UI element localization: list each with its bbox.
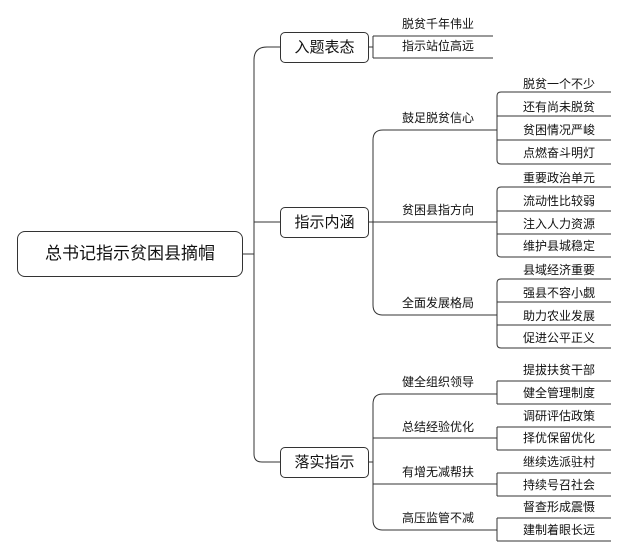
leaf-topic[interactable]: 提拔扶贫干部	[523, 363, 596, 377]
leaf-topic[interactable]: 继续选派驻村	[523, 455, 596, 469]
leaf-topic[interactable]: 点燃奋斗明灯	[523, 146, 596, 160]
leaf-topic[interactable]: 健全管理制度	[523, 386, 596, 400]
leaf-topic[interactable]: 督查形成震慑	[523, 500, 596, 514]
subtopic[interactable]: 有增无减帮扶	[402, 465, 475, 479]
leaf-topic[interactable]: 持续号召社会	[523, 478, 596, 492]
leaf-topic[interactable]: 择优保留优化	[523, 431, 596, 445]
leaf-topic[interactable]: 流动性比较弱	[523, 194, 596, 208]
leaf-topic[interactable]: 贫困情况严峻	[523, 123, 596, 137]
leaf-topic[interactable]: 还有尚未脱贫	[523, 100, 596, 114]
leaf-topic[interactable]: 脱贫一个不少	[523, 77, 596, 91]
leaf-topic[interactable]: 县域经济重要	[523, 263, 596, 277]
leaf-topic[interactable]: 助力农业发展	[523, 309, 596, 323]
subtopic[interactable]: 贫困县指方向	[402, 203, 475, 217]
subtopic[interactable]: 脱贫千年伟业	[402, 17, 475, 31]
leaf-topic[interactable]: 调研评估政策	[523, 409, 596, 423]
leaf-topic[interactable]: 强县不容小觑	[523, 286, 596, 300]
subtopic[interactable]: 指示站位高远	[402, 39, 475, 53]
leaf-topic[interactable]: 建制着眼长远	[523, 523, 596, 537]
leaf-topic[interactable]: 重要政治单元	[523, 171, 596, 185]
root-topic[interactable]: 总书记指示贫困县摘帽	[17, 231, 243, 277]
leaf-topic[interactable]: 维护县城稳定	[523, 239, 596, 253]
leaf-topic[interactable]: 促进公平正义	[523, 331, 596, 345]
subtopic[interactable]: 鼓足脱贫信心	[402, 111, 475, 125]
subtopic[interactable]: 总结经验优化	[402, 420, 475, 434]
leaf-topic[interactable]: 注入人力资源	[523, 217, 596, 231]
subtopic[interactable]: 全面发展格局	[402, 296, 475, 310]
branch-topic-ruti[interactable]: 入题表态	[280, 32, 369, 63]
branch-topic-luoshi[interactable]: 落实指示	[280, 447, 369, 478]
subtopic[interactable]: 高压监管不减	[402, 511, 475, 525]
subtopic[interactable]: 健全组织领导	[402, 375, 475, 389]
branch-topic-neihan[interactable]: 指示内涵	[280, 207, 369, 238]
